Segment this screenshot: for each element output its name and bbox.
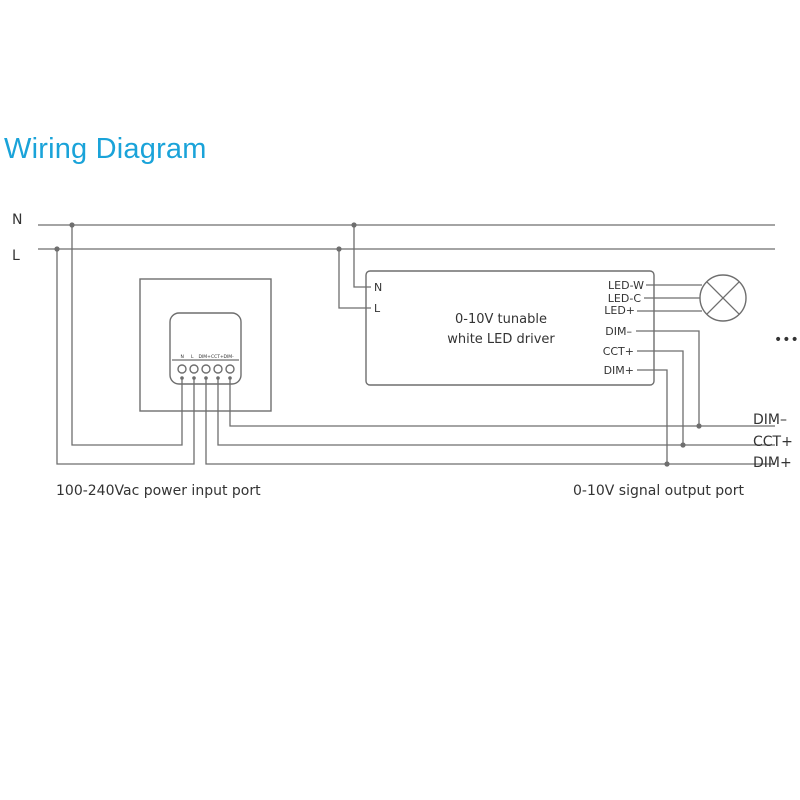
switch-terminal-dimminus [225,364,235,374]
driver-dimplus-wire [637,369,668,464]
dimminus-junction [696,423,702,429]
driver-dimminus-wire [636,330,700,426]
neutral-junction-driver [351,222,357,228]
driver-dimplus-label: DIM+ [604,364,634,377]
driver-input-l-label: L [374,302,381,315]
output-dimplus-label: DIM+ [753,455,792,471]
output-dimminus-label: DIM– [753,412,787,428]
output-cctplus-label: CCT+ [753,434,793,450]
driver-name-line1: 0-10V tunable [455,312,547,327]
switch-dimminus-wire [229,378,775,427]
more-devices-indicator: ••• [774,332,799,348]
driver-output-c-label: LED-C [608,292,642,305]
driver-output-w-label: LED-W [608,279,644,292]
driver-name-line2: white LED driver [447,332,555,347]
switch-terminal-l-label: L [191,354,194,360]
lamp-cross-b [706,281,740,315]
driver-cctplus-wire [637,350,684,445]
cctplus-junction [680,442,686,448]
live-junction-switch [54,246,60,252]
page-title: Wiring Diagram [4,133,207,165]
switch-cctplus-wire [217,378,775,446]
driver-output-plus-label: LED+ [604,304,635,317]
dimplus-junction [664,461,670,467]
switch-terminal-l [189,364,199,374]
switch-terminal-cctplus [213,364,223,374]
driver-dimminus-label: DIM– [605,325,632,338]
switch-terminal-cctplus-label: CCT+ [211,354,224,360]
neutral-label: N [12,212,22,228]
led-driver-box [365,270,655,386]
switch-terminal-dimminus-label: DIM- [224,354,235,360]
neutral-junction-switch [69,222,75,228]
switch-neutral-wire [71,225,183,446]
switch-terminal-n-label: N [181,354,184,360]
driver-neutral-wire [353,225,371,288]
switch-terminal-n [177,364,187,374]
switch-terminal-dimplus-label: DIM+ [199,354,212,360]
switch-live-wire [56,249,195,465]
power-port-caption: 100-240Vac power input port [56,483,261,499]
driver-cctplus-label: CCT+ [603,345,634,358]
live-junction-driver [336,246,342,252]
signal-port-caption: 0-10V signal output port [573,483,744,499]
switch-terminal-dimplus [201,364,211,374]
driver-input-n-label: N [374,281,382,294]
driver-live-wire [338,249,371,309]
live-label: L [12,248,20,264]
switch-dimplus-wire [205,378,775,465]
